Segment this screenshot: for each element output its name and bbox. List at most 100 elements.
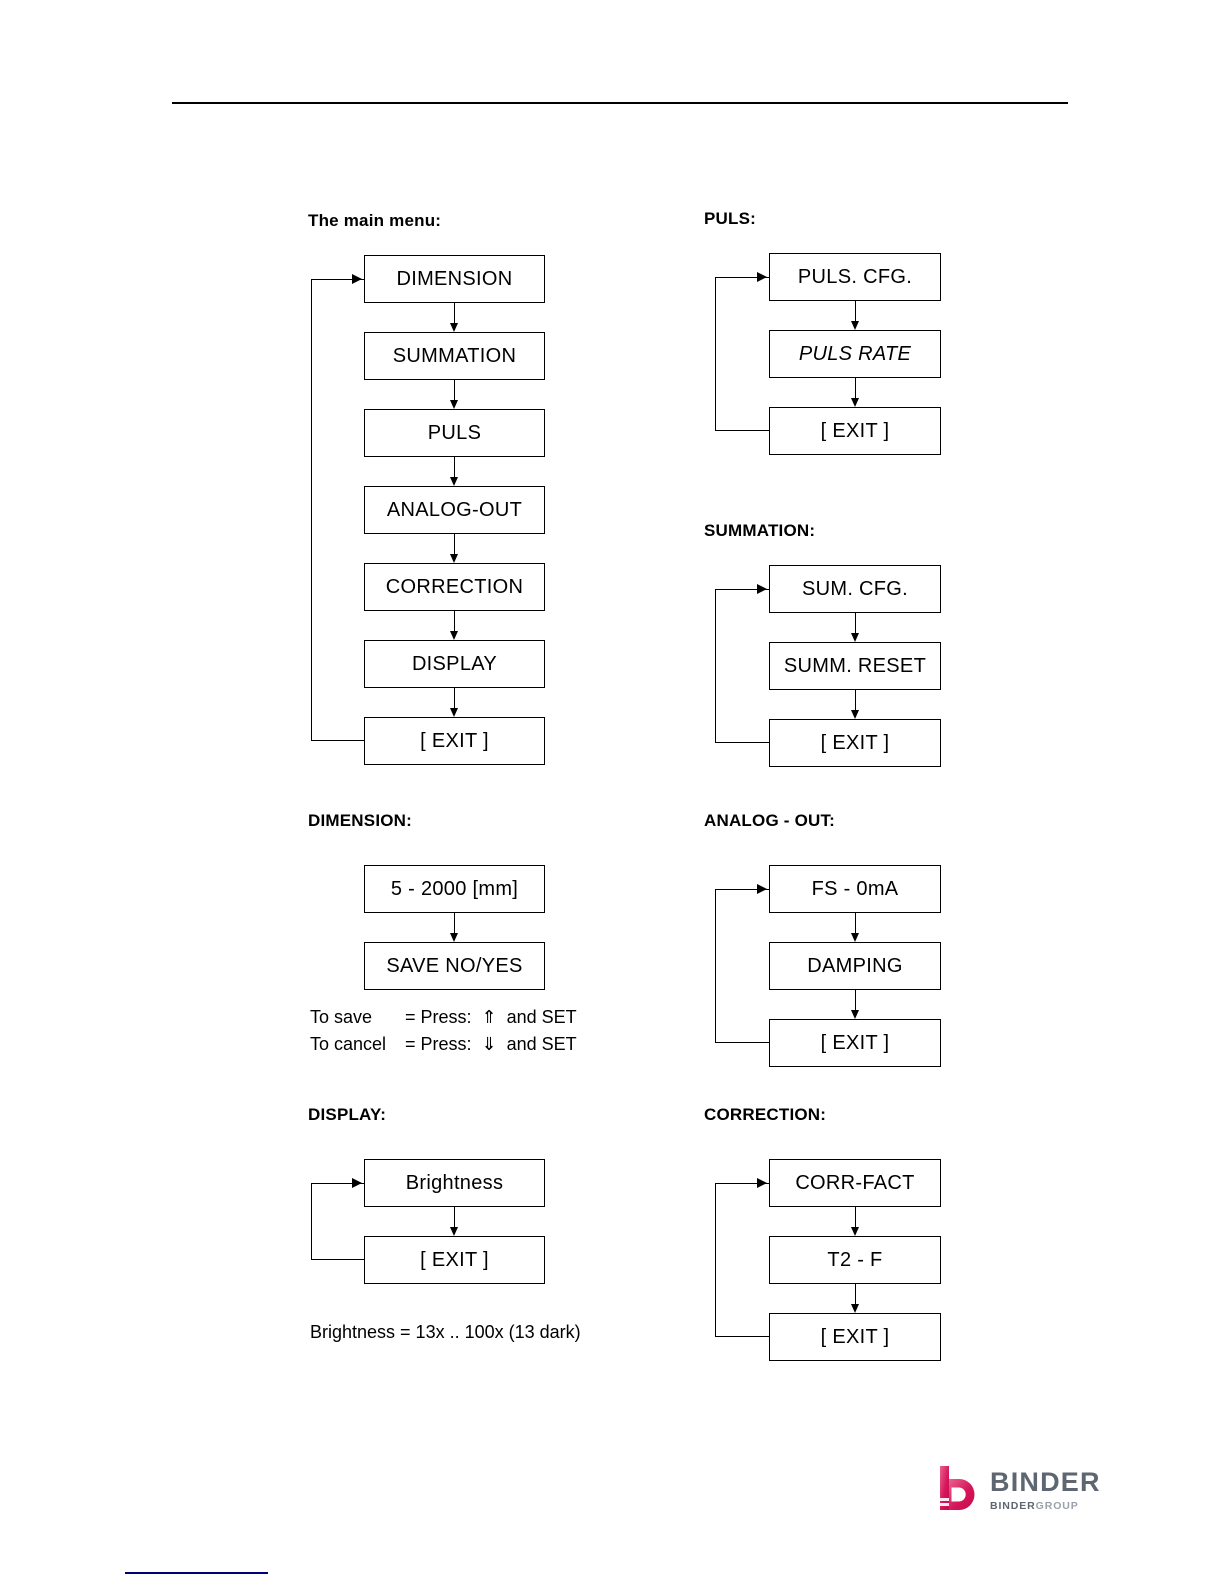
section-title-analog-out: ANALOG - OUT: <box>704 811 836 830</box>
connector-line <box>855 378 857 400</box>
binder-b-mark-icon <box>940 1466 975 1510</box>
binder-group-subtext: BINDERGROUP <box>990 1501 1101 1512</box>
flowchart-display: Brightness [ EXIT ] <box>308 1159 568 1288</box>
connector-line <box>855 990 857 1012</box>
node-summation[interactable]: SUMMATION <box>364 332 545 380</box>
node-summ-reset[interactable]: SUMM. RESET <box>769 642 941 690</box>
loop-path-main-menu <box>311 279 364 741</box>
connector-arrow-icon <box>450 933 458 942</box>
connector-arrow-icon <box>851 933 859 942</box>
loop-path-analog-out <box>715 889 769 1043</box>
node-puls[interactable]: PULS <box>364 409 545 457</box>
connector-arrow-icon <box>450 554 458 563</box>
node-corr-fact[interactable]: CORR-FACT <box>769 1159 941 1207</box>
section-title-dimension: DIMENSION: <box>308 811 412 830</box>
node-exit[interactable]: [ EXIT ] <box>769 1313 941 1361</box>
connector-line <box>855 301 857 323</box>
node-t2-f[interactable]: T2 - F <box>769 1236 941 1284</box>
connector-line <box>454 303 456 325</box>
node-dimension[interactable]: DIMENSION <box>364 255 545 303</box>
node-exit[interactable]: [ EXIT ] <box>364 1236 545 1284</box>
loop-arrow-icon <box>352 1178 362 1188</box>
note-row-save: To save = Press: ⇑ and SET <box>310 1004 577 1031</box>
connector-line <box>454 913 456 935</box>
section-analog-out: ANALOG - OUT: FS - 0mA DAMPING [ EXIT ] <box>704 812 949 1071</box>
binder-group-part-b: GROUP <box>1035 1500 1079 1512</box>
connector-line <box>454 380 456 402</box>
flowchart-puls: PULS. CFG. PULS RATE [ EXIT ] <box>704 253 949 459</box>
section-title-main-menu: The main menu: <box>308 211 442 230</box>
section-dimension: DIMENSION: 5 - 2000 [mm] SAVE NO/YES <box>308 812 568 994</box>
loop-path-puls <box>715 277 769 431</box>
connector-arrow-icon <box>851 633 859 642</box>
binder-group-part-a: BINDER <box>990 1500 1036 1512</box>
node-fs-0ma[interactable]: FS - 0mA <box>769 865 941 913</box>
loop-arrow-icon <box>352 274 362 284</box>
connector-line <box>855 1284 857 1306</box>
node-range[interactable]: 5 - 2000 [mm] <box>364 865 545 913</box>
loop-arrow-icon <box>757 584 767 594</box>
connector-line <box>454 534 456 556</box>
connector-arrow-icon <box>851 1227 859 1236</box>
node-exit[interactable]: [ EXIT ] <box>769 407 941 455</box>
note-label-cancel: To cancel <box>310 1034 387 1054</box>
node-exit[interactable]: [ EXIT ] <box>364 717 545 765</box>
loop-arrow-icon <box>757 884 767 894</box>
node-puls-rate[interactable]: PULS RATE <box>769 330 941 378</box>
connector-arrow-icon <box>450 631 458 640</box>
connector-arrow-icon <box>450 477 458 486</box>
connector-arrow-icon <box>851 321 859 330</box>
flowchart-main-menu: DIMENSION SUMMATION PULS ANALOG-OUT CORR… <box>308 255 568 770</box>
flowchart-analog-out: FS - 0mA DAMPING [ EXIT ] <box>704 865 949 1071</box>
connector-line <box>855 913 857 935</box>
flowchart-correction: CORR-FACT T2 - F [ EXIT ] <box>704 1159 949 1365</box>
section-display: DISPLAY: Brightness [ EXIT ] <box>308 1106 568 1288</box>
section-correction: CORRECTION: CORR-FACT T2 - F [ EXIT ] <box>704 1106 949 1365</box>
note-value-save: = Press: ⇑ and SET <box>405 1007 577 1027</box>
loop-path-summation <box>715 589 769 743</box>
node-sum-cfg[interactable]: SUM. CFG. <box>769 565 941 613</box>
note-value-cancel: = Press: ⇓ and SET <box>405 1034 577 1054</box>
connector-arrow-icon <box>450 323 458 332</box>
connector-line <box>855 613 857 635</box>
section-title-puls: PULS: <box>704 209 756 228</box>
connector-arrow-icon <box>450 708 458 717</box>
connector-arrow-icon <box>851 710 859 719</box>
loop-path-display <box>311 1183 364 1260</box>
loop-path-correction <box>715 1183 769 1337</box>
dimension-notes: To save = Press: ⇑ and SET To cancel = P… <box>310 1004 577 1058</box>
note-row-cancel: To cancel = Press: ⇓ and SET <box>310 1031 577 1058</box>
header-rule <box>172 102 1068 104</box>
flowchart-summation: SUM. CFG. SUMM. RESET [ EXIT ] <box>704 565 949 771</box>
connector-arrow-icon <box>450 1227 458 1236</box>
node-damping[interactable]: DAMPING <box>769 942 941 990</box>
connector-line <box>855 1207 857 1229</box>
binder-logo-text: BINDER BINDERGROUP <box>990 1469 1101 1512</box>
connector-line <box>454 611 456 633</box>
section-title-correction: CORRECTION: <box>704 1105 827 1124</box>
section-puls: PULS: PULS. CFG. PULS RATE [ EXIT ] <box>704 210 949 459</box>
connector-arrow-icon <box>851 1304 859 1313</box>
node-analog-out[interactable]: ANALOG-OUT <box>364 486 545 534</box>
section-title-display: DISPLAY: <box>308 1105 387 1124</box>
node-exit[interactable]: [ EXIT ] <box>769 719 941 767</box>
binder-wordmark: BINDER <box>990 1467 1101 1497</box>
node-display[interactable]: DISPLAY <box>364 640 545 688</box>
loop-arrow-icon <box>757 1178 767 1188</box>
loop-arrow-icon <box>757 272 767 282</box>
connector-line <box>454 1207 456 1229</box>
section-main-menu: The main menu: DIMENSION SUMMATION PULS … <box>308 212 568 770</box>
node-correction[interactable]: CORRECTION <box>364 563 545 611</box>
connector-line <box>855 690 857 712</box>
connector-line <box>454 457 456 479</box>
node-brightness[interactable]: Brightness <box>364 1159 545 1207</box>
display-brightness-note: Brightness = 13x .. 100x (13 dark) <box>310 1322 581 1342</box>
node-exit[interactable]: [ EXIT ] <box>769 1019 941 1067</box>
node-puls-cfg[interactable]: PULS. CFG. <box>769 253 941 301</box>
connector-arrow-icon <box>851 1010 859 1019</box>
node-save-no-yes[interactable]: SAVE NO/YES <box>364 942 545 990</box>
flowchart-dimension: 5 - 2000 [mm] SAVE NO/YES <box>308 865 568 994</box>
section-summation: SUMMATION: SUM. CFG. SUMM. RESET [ EXIT … <box>704 522 949 771</box>
binder-logo: BINDER BINDERGROUP <box>938 1463 1100 1519</box>
connector-arrow-icon <box>851 398 859 407</box>
